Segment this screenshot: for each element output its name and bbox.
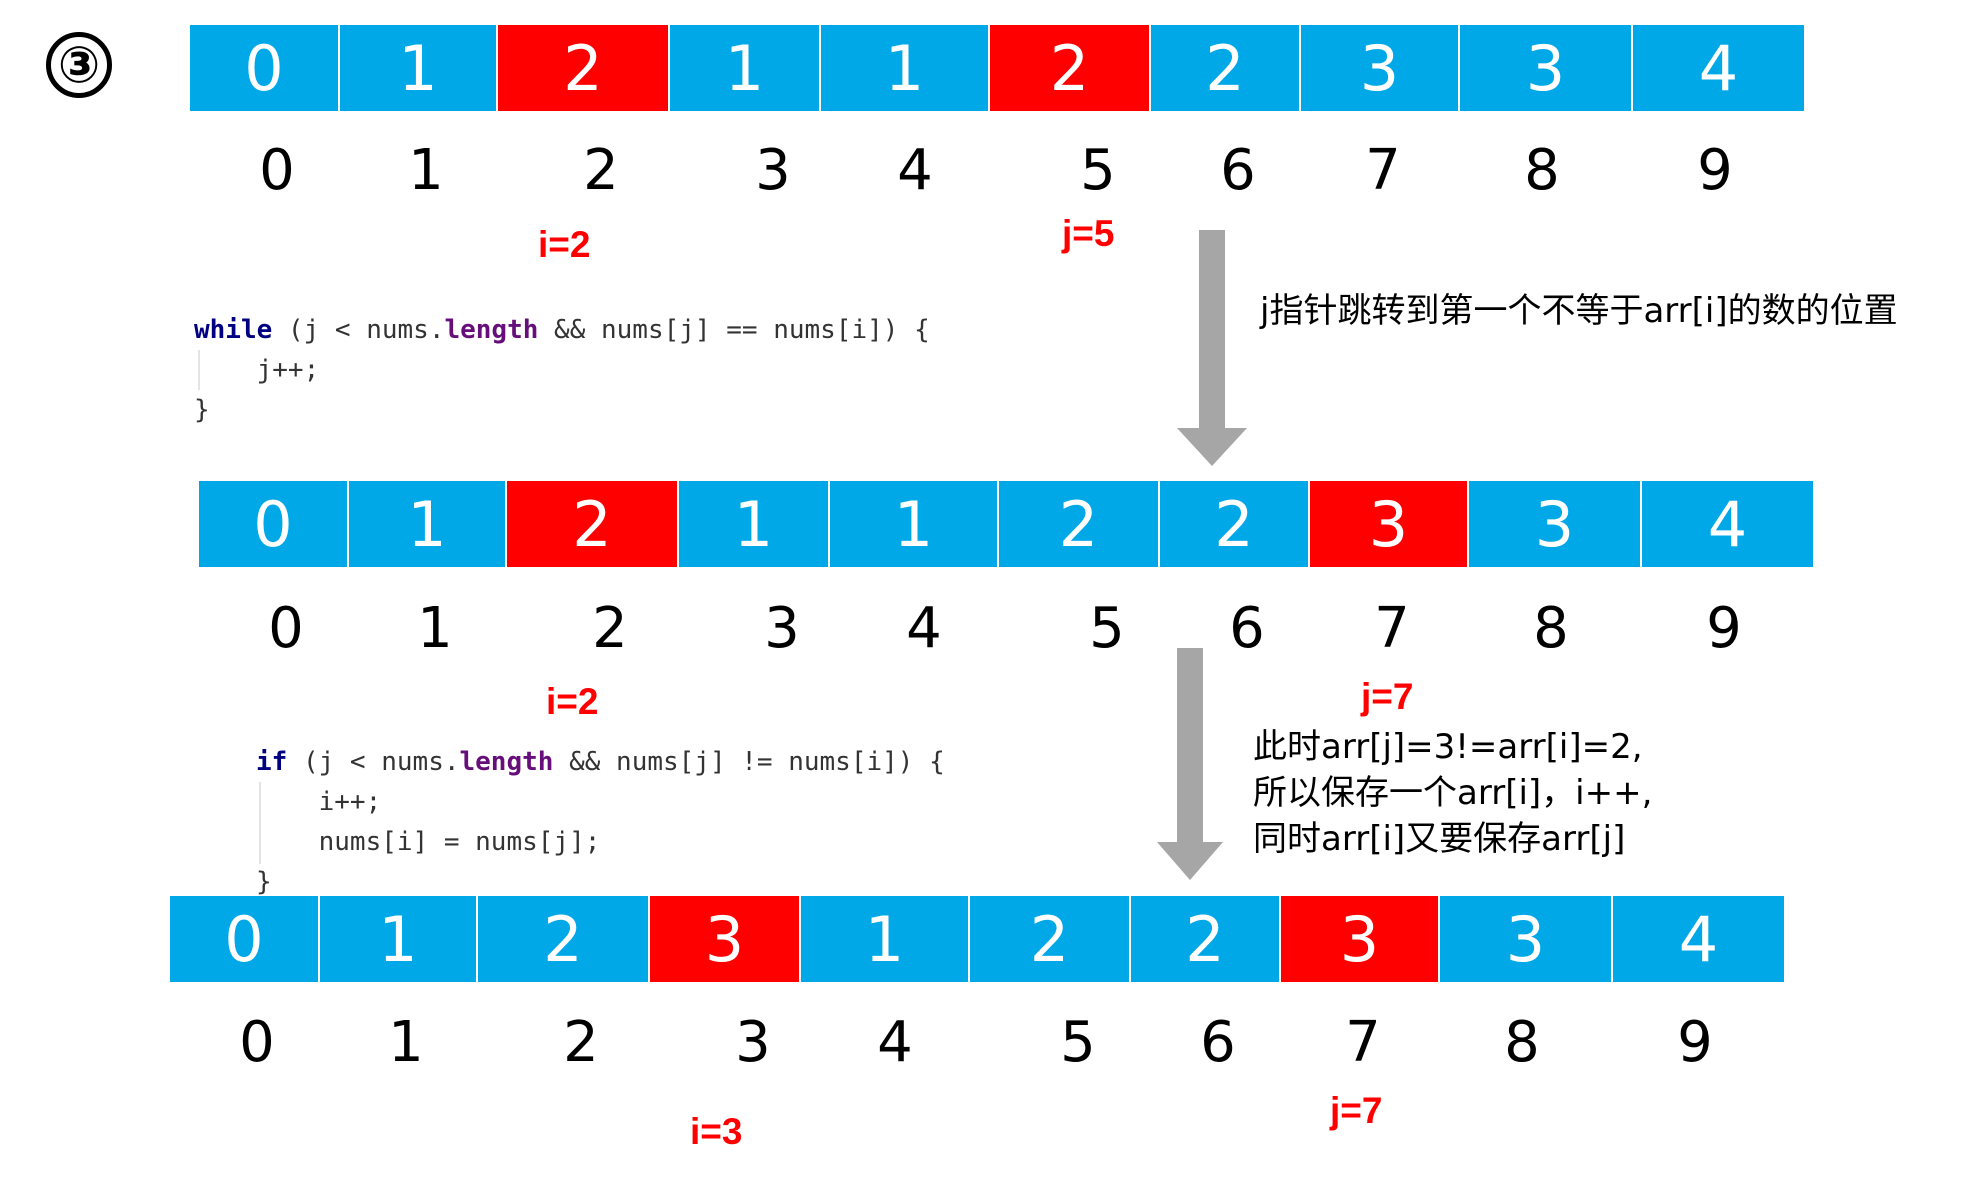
index-label: 2 xyxy=(583,138,619,203)
array-cell: 3 xyxy=(1469,481,1642,567)
array-cell: 1 xyxy=(801,896,970,982)
array-cell: 2 xyxy=(507,481,679,567)
code-text: (j < nums. xyxy=(272,315,445,345)
code-field: length xyxy=(459,747,554,777)
code-gutter xyxy=(198,350,200,390)
index-row-2: 0 1 2 3 4 5 6 7 8 9 xyxy=(199,596,1815,666)
index-label: 9 xyxy=(1677,1010,1713,1075)
code-text: && nums[j] == nums[i]) { xyxy=(538,315,930,345)
index-label: 4 xyxy=(906,596,942,661)
array-cell: 2 xyxy=(990,25,1151,111)
index-label: 4 xyxy=(897,138,933,203)
array-cell: 1 xyxy=(340,25,498,111)
note-line: 所以保存一个arr[i]，i++, xyxy=(1253,773,1653,813)
note-line: 此时arr[j]=3!=arr[i]=2, xyxy=(1253,727,1643,767)
array-cell: 1 xyxy=(320,896,478,982)
array-cell: 0 xyxy=(199,481,349,567)
index-label: 8 xyxy=(1524,138,1560,203)
array-cell: 1 xyxy=(821,25,990,111)
array-cell: 3 xyxy=(650,896,801,982)
array-cell: 3 xyxy=(1310,481,1469,567)
index-row-1: 0 1 2 3 4 5 6 7 8 9 xyxy=(190,138,1806,208)
index-label: 5 xyxy=(1060,1010,1096,1075)
array-cell: 2 xyxy=(970,896,1131,982)
index-label: 1 xyxy=(417,596,453,661)
code-gutter xyxy=(259,782,261,864)
code-line: j++; xyxy=(194,355,320,385)
code-keyword: while xyxy=(194,315,273,345)
down-arrow-1 xyxy=(1177,230,1247,466)
code-text: (j < nums. xyxy=(287,747,460,777)
array-cell: 2 xyxy=(1151,25,1301,111)
index-label: 5 xyxy=(1089,596,1125,661)
pointer-j-label: j=7 xyxy=(1361,676,1414,717)
pointer-i-label: i=3 xyxy=(690,1111,743,1152)
index-label: 0 xyxy=(268,596,304,661)
if-block-code: if (j < nums.length && nums[j] != nums[i… xyxy=(256,742,945,902)
code-field: length xyxy=(444,315,539,345)
index-label: 3 xyxy=(764,596,800,661)
note-save-value: 此时arr[j]=3!=arr[i]=2, 所以保存一个arr[i]，i++, … xyxy=(1253,724,1652,862)
index-label: 2 xyxy=(563,1010,599,1075)
index-label: 6 xyxy=(1200,1010,1236,1075)
index-label: 6 xyxy=(1229,596,1265,661)
array-cell: 1 xyxy=(830,481,999,567)
index-label: 3 xyxy=(735,1010,771,1075)
index-label: 1 xyxy=(388,1010,424,1075)
array-cell: 3 xyxy=(1460,25,1633,111)
pointer-j-label: j=5 xyxy=(1062,213,1115,254)
array-cell: 2 xyxy=(1160,481,1310,567)
index-label: 9 xyxy=(1697,138,1733,203)
index-label: 8 xyxy=(1533,596,1569,661)
array-cell: 2 xyxy=(498,25,670,111)
code-line: i++; xyxy=(256,787,382,817)
code-line: nums[i] = nums[j]; xyxy=(256,827,601,857)
note-j-jump: j指针跳转到第一个不等于arr[i]的数的位置 xyxy=(1260,291,1898,331)
index-label: 7 xyxy=(1345,1010,1381,1075)
index-label: 4 xyxy=(877,1010,913,1075)
array-cell: 3 xyxy=(1440,896,1613,982)
index-label: 6 xyxy=(1220,138,1256,203)
array-cell: 4 xyxy=(1642,481,1815,567)
array-cell: 1 xyxy=(679,481,830,567)
index-label: 8 xyxy=(1504,1010,1540,1075)
down-arrow-2 xyxy=(1157,648,1223,880)
array-cell: 3 xyxy=(1301,25,1460,111)
note-line: 同时arr[i]又要保存arr[j] xyxy=(1253,819,1626,859)
index-label: 2 xyxy=(592,596,628,661)
pointer-i-label: i=2 xyxy=(546,681,599,722)
step-number-badge: ③ xyxy=(46,32,112,98)
array-cell: 0 xyxy=(170,896,320,982)
pointer-j-label: j=7 xyxy=(1330,1090,1383,1131)
code-text: && nums[j] != nums[i]) { xyxy=(553,747,945,777)
index-label: 0 xyxy=(239,1010,275,1075)
array-cell: 4 xyxy=(1613,896,1786,982)
array-cell: 0 xyxy=(190,25,340,111)
pointer-i-label: i=2 xyxy=(538,224,591,265)
code-line: } xyxy=(256,867,272,897)
array-cell: 1 xyxy=(349,481,507,567)
code-line: } xyxy=(194,395,210,425)
index-label: 0 xyxy=(259,138,295,203)
array-cell: 2 xyxy=(999,481,1160,567)
index-row-3: 0 1 2 3 4 5 6 7 8 9 xyxy=(170,1010,1786,1080)
array-cell: 2 xyxy=(1131,896,1281,982)
index-label: 1 xyxy=(408,138,444,203)
array-cell: 4 xyxy=(1633,25,1806,111)
code-keyword: if xyxy=(256,747,288,777)
index-label: 5 xyxy=(1080,138,1116,203)
array-cell: 2 xyxy=(478,896,650,982)
array-cell: 1 xyxy=(670,25,821,111)
index-label: 9 xyxy=(1706,596,1742,661)
index-label: 3 xyxy=(755,138,791,203)
array-cell: 3 xyxy=(1281,896,1440,982)
while-loop-code: while (j < nums.length && nums[j] == num… xyxy=(194,310,930,430)
index-label: 7 xyxy=(1374,596,1410,661)
index-label: 7 xyxy=(1365,138,1401,203)
